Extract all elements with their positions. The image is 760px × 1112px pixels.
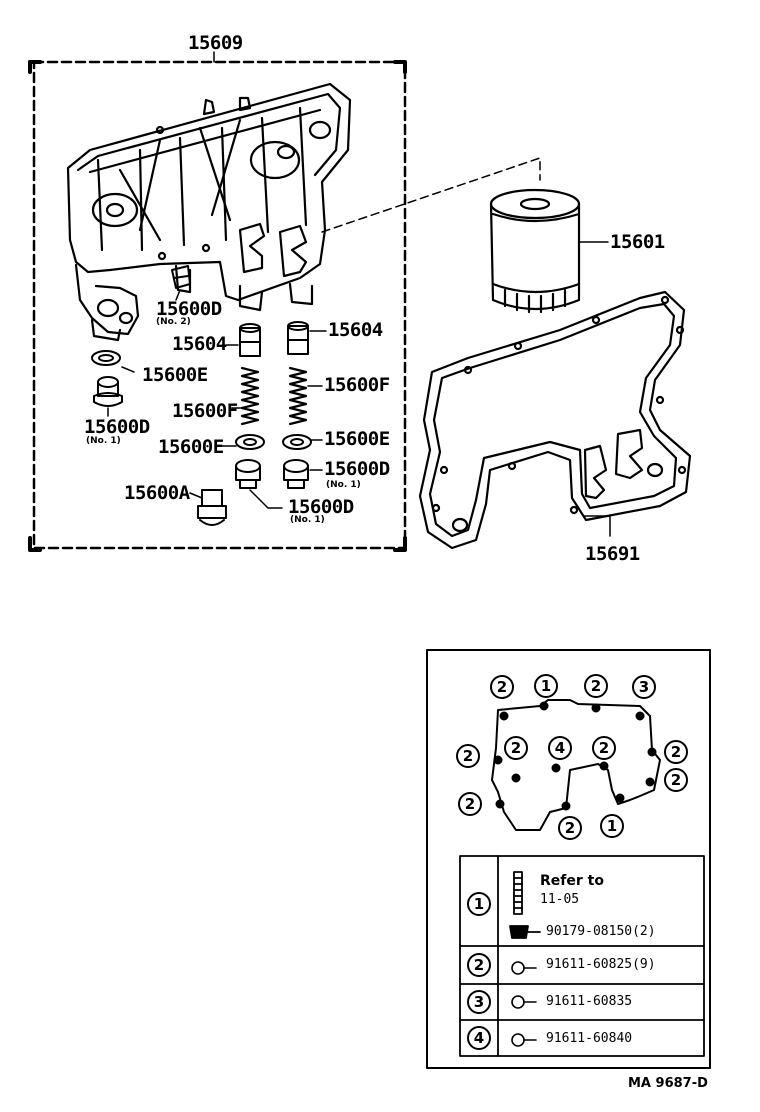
table-marker-1: 1 <box>467 892 491 916</box>
label-15600D-no2: 15600D <box>156 298 222 320</box>
drawing-code: MA 9687-D <box>628 1076 708 1091</box>
marker-top-3: 2 <box>584 674 608 698</box>
frame-corner <box>393 536 407 552</box>
note-no1-right: (No. 1) <box>326 480 361 490</box>
frame-corner <box>28 536 42 552</box>
frame-corner <box>393 60 407 74</box>
label-15600F-right: 15600F <box>324 374 390 396</box>
marker-top-4: 3 <box>632 675 656 699</box>
label-15600D-bottom: 15600D <box>288 496 354 518</box>
marker-right-2: 2 <box>664 768 688 792</box>
marker-bottom-2: 1 <box>600 814 624 838</box>
plug-no2 <box>171 265 191 289</box>
stud-icon <box>513 871 523 915</box>
plug-right <box>283 459 309 489</box>
bolt-box <box>426 649 711 1069</box>
bolt-icon-2 <box>511 961 537 975</box>
marker-top-2: 1 <box>534 674 558 698</box>
marker-left-2: 2 <box>458 792 482 816</box>
label-15604-left: 15604 <box>172 333 227 355</box>
label-15600D-right: 15600D <box>324 458 390 480</box>
marker-top-1: 2 <box>490 675 514 699</box>
marker-bottom-1: 2 <box>558 816 582 840</box>
washer-right <box>282 434 312 450</box>
label-15601: 15601 <box>610 231 665 253</box>
table-part-3: 91611-60835 <box>546 994 633 1009</box>
label-15691: 15691 <box>585 543 640 565</box>
plug-mid <box>235 459 261 489</box>
nut-icon <box>509 925 541 939</box>
label-15600D-left: 15600D <box>84 416 150 438</box>
table-part-2: 91611-60825(9) <box>546 957 656 972</box>
note-no1-left: (No. 1) <box>86 436 121 446</box>
marker-inner-2: 4 <box>548 736 572 760</box>
table-part-1: 90179-08150(2) <box>546 924 656 939</box>
gasket <box>418 290 692 550</box>
note-no1-bottom: (No. 1) <box>290 515 325 525</box>
bolt-location-outline <box>491 699 661 831</box>
switch-15600A <box>197 489 227 526</box>
label-15600E-mid: 15600E <box>158 436 224 458</box>
table-marker-2: 2 <box>467 953 491 977</box>
bolt-table-grid <box>459 855 705 1057</box>
table-marker-3: 3 <box>467 990 491 1014</box>
gasket-15600E-left <box>91 350 121 366</box>
label-15600F-left: 15600F <box>172 400 238 422</box>
bolt-icon-4 <box>511 1033 537 1047</box>
plug-15600D-left <box>93 376 123 407</box>
marker-inner-3: 2 <box>592 736 616 760</box>
washer-mid <box>235 434 265 450</box>
spring-left <box>240 366 260 426</box>
marker-right-1: 2 <box>664 740 688 764</box>
marker-left-1: 2 <box>456 744 480 768</box>
filter-leader <box>321 157 541 233</box>
spring-right <box>288 366 308 426</box>
valve-left <box>239 323 261 357</box>
label-15604-right: 15604 <box>328 319 383 341</box>
table-ref-page: 11-05 <box>540 892 580 907</box>
marker-inner-1: 2 <box>504 736 528 760</box>
label-15600E-top-left: 15600E <box>142 364 208 386</box>
label-15600E-right: 15600E <box>324 428 390 450</box>
label-15600A: 15600A <box>124 482 190 504</box>
note-no2: (No. 2) <box>156 317 191 327</box>
label-15609: 15609 <box>188 32 243 54</box>
frame-corner <box>28 60 42 74</box>
bolt-icon-3 <box>511 995 537 1009</box>
table-refer-to: Refer to <box>540 873 604 889</box>
table-marker-4: 4 <box>467 1026 491 1050</box>
table-part-4: 91611-60840 <box>546 1031 633 1046</box>
housing-body <box>66 82 352 342</box>
valve-right <box>287 321 309 355</box>
oil-filter <box>489 188 581 314</box>
